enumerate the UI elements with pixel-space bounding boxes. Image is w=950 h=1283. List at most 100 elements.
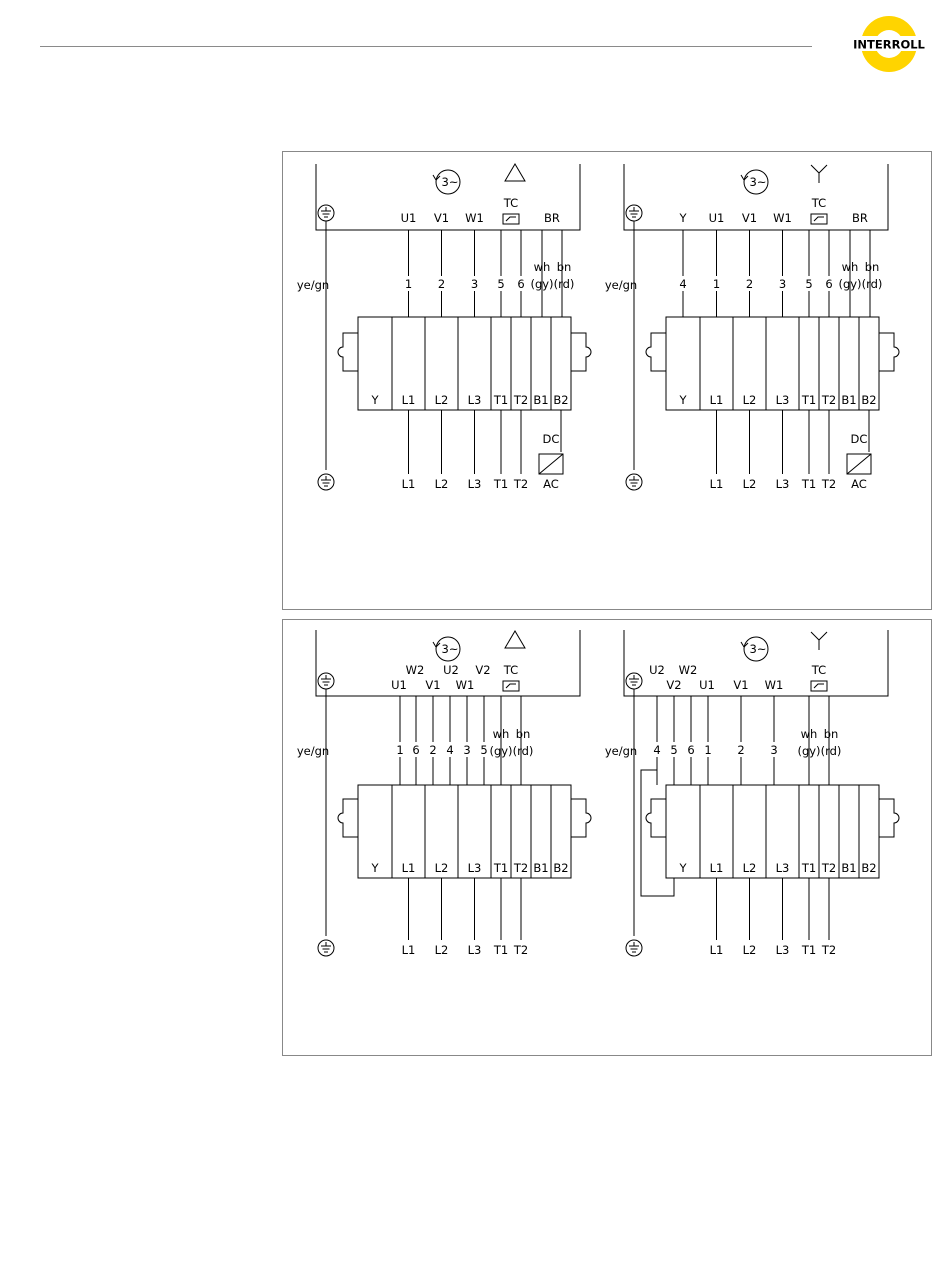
wire-color-label: bn (557, 260, 572, 274)
wire-number: 1 (405, 277, 412, 291)
wire-color-label: (rd) (513, 744, 534, 758)
interroll-logo: INTERROLL (845, 14, 933, 74)
rotation-label: 3~ (750, 175, 767, 189)
wire-number-bg (743, 276, 756, 291)
output-terminal-label: T1 (801, 943, 816, 957)
ground-wire-label: ye/gn (605, 278, 637, 292)
wire-color-label: wh (801, 727, 818, 741)
ground-wire-label: ye/gn (297, 278, 329, 292)
wire-color-label: (rd) (862, 277, 883, 291)
terminal-block (357, 316, 572, 411)
wire-number-bg (402, 276, 415, 291)
wire-number: 1 (396, 743, 403, 757)
wire-number-bg (768, 742, 780, 757)
wire-number: 5 (497, 277, 504, 291)
wire-color-label: (gy) (838, 277, 861, 291)
ground-icon (625, 939, 643, 957)
wire-number: 3 (463, 743, 470, 757)
brake-label: BR (544, 211, 560, 225)
star-bridge-wire (640, 769, 675, 897)
wire-number: 4 (446, 743, 453, 757)
terminal-label-b1: B1 (841, 393, 856, 407)
output-terminal-label: T2 (513, 477, 528, 491)
wire-number: 3 (471, 277, 478, 291)
terminal-label-l3: L3 (468, 393, 482, 407)
terminal-label-b1: B1 (533, 861, 548, 875)
terminal-label-l1: L1 (402, 393, 416, 407)
terminal-block (665, 316, 880, 411)
output-terminal-label: L2 (743, 943, 757, 957)
wire-number: 1 (704, 743, 711, 757)
motor-terminal-label: W2 (406, 663, 425, 677)
brake-label: BR (852, 211, 868, 225)
terminal-label-t1: T1 (493, 861, 508, 875)
header-rule (40, 46, 812, 47)
terminal-label-b2: B2 (861, 393, 876, 407)
rotation-circle-icon (743, 169, 769, 195)
output-terminal-label: T2 (513, 943, 528, 957)
star-symbol-icon (810, 164, 828, 183)
thermal-contact-icon (502, 680, 520, 692)
rotation-arrow-icon (432, 174, 441, 181)
rotation-arrow-icon (432, 641, 441, 648)
motor-terminal-label: V2 (666, 678, 681, 692)
terminal-label-l1: L1 (710, 393, 724, 407)
terminal-label-y: Y (678, 861, 687, 875)
wire-number: 2 (737, 743, 744, 757)
output-terminal-label: L3 (468, 477, 482, 491)
svg-text:INTERROLL: INTERROLL (853, 38, 925, 52)
wire-number-bg (776, 276, 789, 291)
wire-number-bg (685, 742, 697, 757)
motor-terminal-label: W1 (465, 211, 484, 225)
wire-number: 6 (687, 743, 694, 757)
wire-number-bg (394, 742, 406, 757)
wire-number-bg (702, 742, 714, 757)
ground-icon (625, 204, 643, 222)
wire-number-bg (651, 742, 663, 757)
output-terminal-label: T1 (801, 477, 816, 491)
terminal-block (665, 784, 880, 879)
output-terminal-label: L1 (402, 477, 416, 491)
wire-number-bg (478, 742, 490, 757)
rotation-circle-icon (435, 636, 461, 662)
wire-color-label: bn (824, 727, 839, 741)
wire-color-label: (gy) (489, 744, 512, 758)
wire-color-label: (gy) (530, 277, 553, 291)
wire-number: 2 (429, 743, 436, 757)
terminal-label-y: Y (678, 393, 687, 407)
terminal-label-b1: B1 (533, 393, 548, 407)
rail-clamp-left (337, 798, 358, 838)
wire-number-bg (410, 742, 422, 757)
wire-color-label: wh (842, 260, 859, 274)
wire-number-bg (677, 276, 689, 291)
wire-number-bg (823, 276, 835, 291)
wire-number: 3 (779, 277, 786, 291)
rotation-label: 3~ (750, 642, 767, 656)
ground-icon (317, 473, 335, 491)
terminal-label-l3: L3 (776, 861, 790, 875)
output-terminal-label: T2 (821, 943, 836, 957)
motor-housing-outline (623, 164, 889, 231)
motor-terminal-label: V1 (425, 678, 440, 692)
rectifier-dc-label: DC (543, 432, 560, 446)
terminal-label-t1: T1 (493, 393, 508, 407)
wire-number-bg (710, 276, 723, 291)
output-terminal-label: L3 (776, 943, 790, 957)
terminal-label-l3: L3 (776, 393, 790, 407)
motor-terminal-label: W1 (773, 211, 792, 225)
output-terminal-label: L2 (743, 477, 757, 491)
rail-clamp-left (645, 332, 666, 372)
wire-number-bg (427, 742, 439, 757)
thermal-contact-icon (810, 680, 828, 692)
rotation-label: 3~ (442, 175, 459, 189)
terminal-label-t2: T2 (821, 861, 836, 875)
terminal-label-l2: L2 (435, 861, 449, 875)
motor-terminal-label: W1 (765, 678, 784, 692)
motor-terminal-label: U1 (699, 678, 715, 692)
terminal-label-y: Y (370, 393, 379, 407)
motor-housing-outline (623, 630, 889, 697)
rotation-label: 3~ (442, 642, 459, 656)
motor-terminal-label: W2 (679, 663, 698, 677)
wire-number-bg (668, 742, 680, 757)
